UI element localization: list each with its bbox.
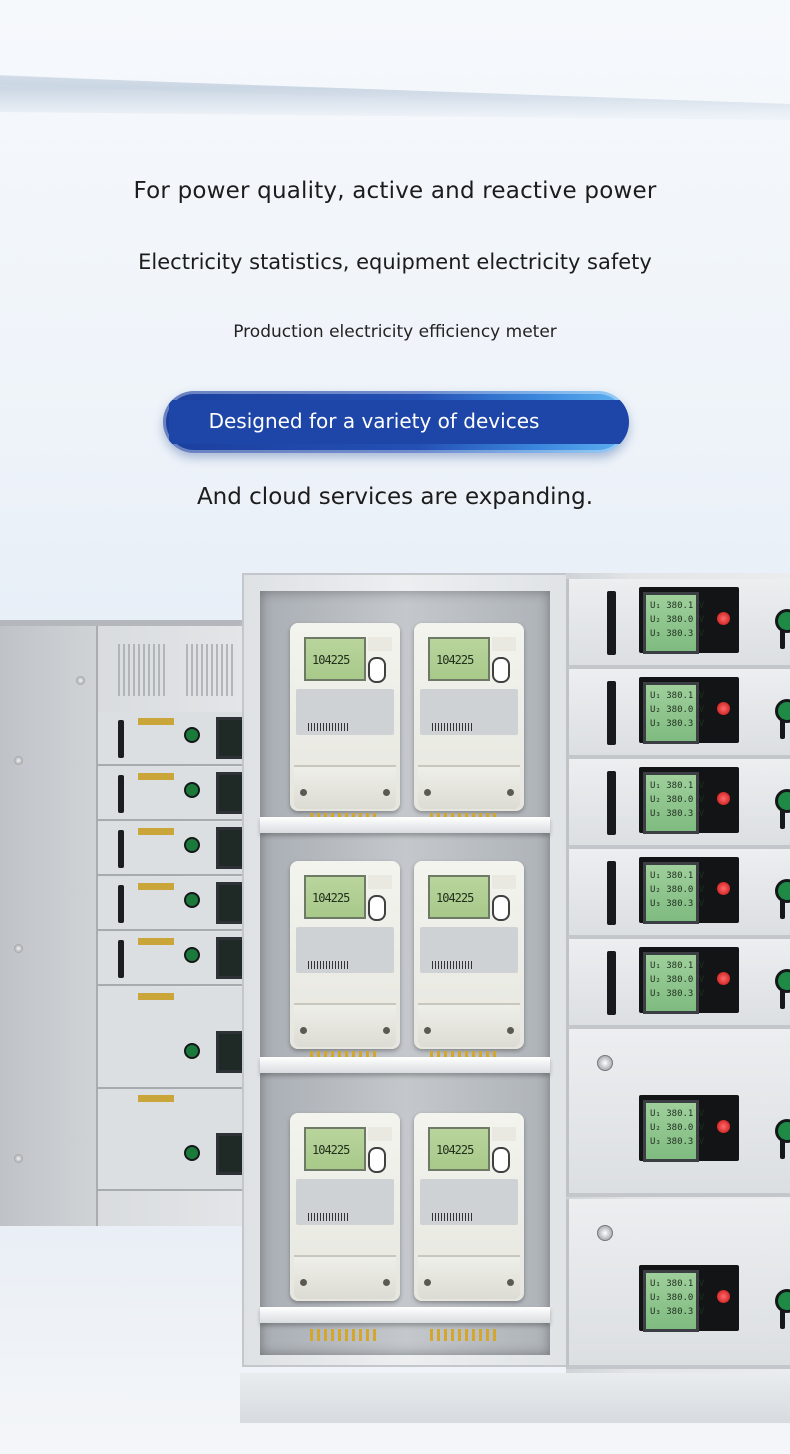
right-cabinet: U₁ 380.1 V U₂ 380.0 V U₃ 380.3 V U₁ 380.… bbox=[566, 573, 790, 1373]
switchgear-cabinet-illustration: 104225 104225 104225 104225 bbox=[0, 565, 790, 1454]
left-cabinet bbox=[0, 620, 248, 1226]
voltage-readout: U₁ 380.1 V U₂ 380.0 V U₃ 380.3 V bbox=[650, 781, 705, 819]
status-led-icon bbox=[717, 1290, 730, 1303]
voltage-display: U₁ 380.1 V U₂ 380.0 V U₃ 380.3 V bbox=[639, 1265, 739, 1332]
pill-inner-band bbox=[169, 400, 629, 444]
voltage-display: U₁ 380.1 V U₂ 380.0 V U₃ 380.3 V bbox=[639, 857, 739, 924]
feature-pill-banner: Designed for a variety of devices bbox=[163, 391, 629, 453]
status-led-icon bbox=[717, 882, 730, 895]
meter-shelf bbox=[260, 1057, 550, 1073]
voltage-display: U₁ 380.1 V U₂ 380.0 V U₃ 380.3 V bbox=[639, 767, 739, 834]
voltage-module: U₁ 380.1 V U₂ 380.0 V U₃ 380.3 V bbox=[566, 669, 790, 759]
meter-lcd: 104225 bbox=[304, 1127, 366, 1171]
voltage-module: U₁ 380.1 V U₂ 380.0 V U₃ 380.3 V bbox=[566, 849, 790, 939]
voltage-display: U₁ 380.1 V U₂ 380.0 V U₃ 380.3 V bbox=[639, 1095, 739, 1162]
left-module bbox=[98, 822, 248, 876]
energy-meter: 104225 bbox=[414, 623, 524, 811]
meter-lcd: 104225 bbox=[428, 637, 490, 681]
voltage-display: U₁ 380.1 V U₂ 380.0 V U₃ 380.3 V bbox=[639, 947, 739, 1014]
energy-meter: 104225 bbox=[290, 623, 400, 811]
meter-reading: 104225 bbox=[312, 653, 350, 667]
vent-grille bbox=[186, 644, 236, 696]
meter-lcd: 104225 bbox=[304, 875, 366, 919]
meter-reading: 104225 bbox=[312, 1143, 350, 1157]
meter-reading: 104225 bbox=[436, 653, 474, 667]
cabinet-plinth bbox=[240, 1373, 790, 1423]
energy-meter: 104225 bbox=[414, 861, 524, 1049]
energy-meter: 104225 bbox=[414, 1113, 524, 1301]
meter-cabinet-interior: 104225 104225 104225 104225 bbox=[260, 591, 550, 1355]
door-lock-icon bbox=[597, 1055, 613, 1071]
wire-bundle bbox=[310, 1329, 380, 1341]
voltage-readout: U₁ 380.1 V U₂ 380.0 V U₃ 380.3 V bbox=[650, 1109, 705, 1147]
voltage-readout: U₁ 380.1 V U₂ 380.0 V U₃ 380.3 V bbox=[650, 871, 705, 909]
subheadline: Production electricity efficiency meter bbox=[233, 322, 557, 342]
voltage-display: U₁ 380.1 V U₂ 380.0 V U₃ 380.3 V bbox=[639, 677, 739, 744]
voltage-readout: U₁ 380.1 V U₂ 380.0 V U₃ 380.3 V bbox=[650, 961, 705, 999]
voltage-module: U₁ 380.1 V U₂ 380.0 V U₃ 380.3 V bbox=[566, 579, 790, 669]
voltage-readout: U₁ 380.1 V U₂ 380.0 V U₃ 380.3 V bbox=[650, 691, 705, 729]
voltage-display: U₁ 380.1 V U₂ 380.0 V U₃ 380.3 V bbox=[639, 587, 739, 654]
screw-icon bbox=[14, 944, 23, 953]
screw-icon bbox=[14, 1154, 23, 1163]
voltage-module: U₁ 380.1 V U₂ 380.0 V U₃ 380.3 V bbox=[566, 939, 790, 1029]
status-led-icon bbox=[717, 972, 730, 985]
tagline: And cloud services are expanding. bbox=[196, 484, 594, 510]
meter-reading: 104225 bbox=[436, 891, 474, 905]
left-cabinet-door bbox=[0, 626, 98, 1226]
door-lock-icon bbox=[597, 1225, 613, 1241]
meter-reading: 104225 bbox=[312, 891, 350, 905]
voltage-readout: U₁ 380.1 V U₂ 380.0 V U₃ 380.3 V bbox=[650, 601, 705, 639]
status-led-icon bbox=[717, 612, 730, 625]
meter-cabinet: 104225 104225 104225 104225 bbox=[242, 573, 570, 1367]
voltage-module: U₁ 380.1 V U₂ 380.0 V U₃ 380.3 V bbox=[566, 1029, 790, 1197]
meter-reading: 104225 bbox=[436, 1143, 474, 1157]
pill-label: Designed for a variety of devices bbox=[208, 409, 540, 433]
voltage-module: U₁ 380.1 V U₂ 380.0 V U₃ 380.3 V bbox=[566, 759, 790, 849]
voltage-readout: U₁ 380.1 V U₂ 380.0 V U₃ 380.3 V bbox=[650, 1279, 705, 1317]
meter-lcd: 104225 bbox=[428, 1127, 490, 1171]
energy-meter: 104225 bbox=[290, 1113, 400, 1301]
voltage-module: U₁ 380.1 V U₂ 380.0 V U₃ 380.3 V bbox=[566, 1199, 790, 1369]
left-module bbox=[98, 1089, 248, 1191]
headline-line-1: For power quality, active and reactive p… bbox=[133, 178, 657, 204]
left-module bbox=[98, 767, 248, 821]
meter-lcd: 104225 bbox=[304, 637, 366, 681]
screw-icon bbox=[76, 676, 85, 685]
energy-meter: 104225 bbox=[290, 861, 400, 1049]
meter-lcd: 104225 bbox=[428, 875, 490, 919]
left-module bbox=[98, 877, 248, 931]
status-led-icon bbox=[717, 702, 730, 715]
vent-grille bbox=[118, 644, 168, 696]
screw-icon bbox=[14, 756, 23, 765]
meter-shelf bbox=[260, 817, 550, 833]
left-module bbox=[98, 932, 248, 986]
status-led-icon bbox=[717, 1120, 730, 1133]
left-module bbox=[98, 712, 248, 766]
wire-bundle bbox=[430, 1329, 500, 1341]
decorative-light-streak bbox=[0, 76, 790, 120]
headline-line-2: Electricity statistics, equipment electr… bbox=[138, 250, 652, 274]
left-module bbox=[98, 987, 248, 1089]
status-led-icon bbox=[717, 792, 730, 805]
meter-shelf bbox=[260, 1307, 550, 1323]
